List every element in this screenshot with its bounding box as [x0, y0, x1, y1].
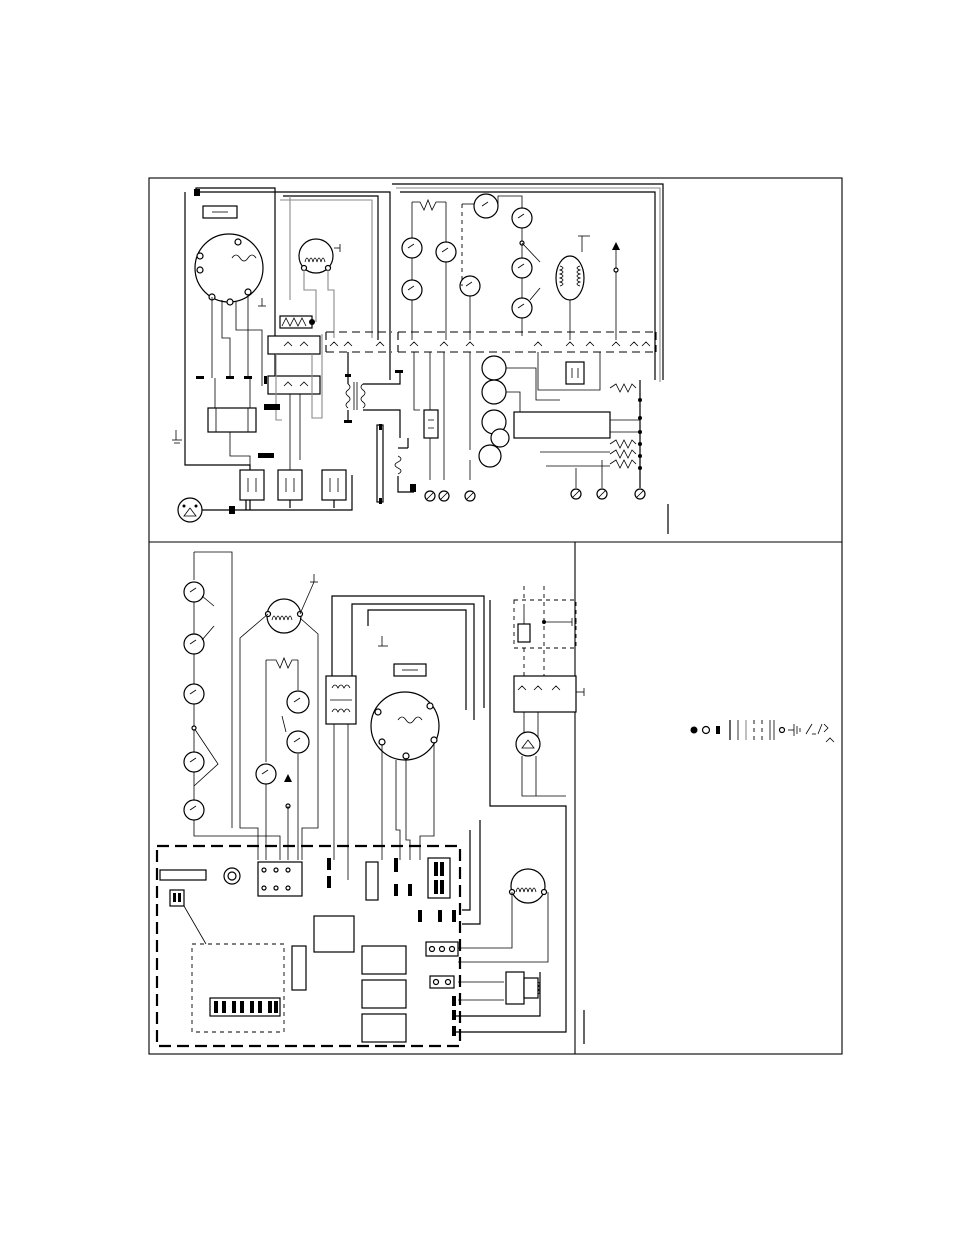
inducer-motor-icon: [266, 599, 303, 633]
terminal-icon: [425, 489, 645, 501]
switch-icon: [402, 194, 532, 318]
switch-icon: [806, 724, 834, 742]
transformer-icon: [346, 382, 365, 410]
ground-icon: [788, 724, 800, 736]
legend: [691, 720, 835, 742]
ground-icon: [378, 636, 388, 646]
ground-icon: [310, 574, 318, 582]
motor-icon: [556, 256, 584, 300]
capacitor-icon: [240, 470, 346, 500]
resistor-icon: [610, 384, 636, 468]
inducer-motor-icon: [299, 239, 340, 273]
ground-icon: [172, 430, 182, 443]
diagram-frame: [149, 178, 842, 1054]
ground-icon: [258, 298, 266, 306]
motor-icon: [510, 869, 547, 903]
plug-icon: [178, 498, 202, 522]
terminal-icon: [224, 868, 240, 884]
blower-motor-icon: [371, 692, 439, 760]
switch-icon: [256, 691, 309, 784]
upper-schematic: [172, 184, 668, 534]
blower-motor-icon: [195, 206, 263, 305]
ground-icon: [576, 688, 584, 696]
terminal-icon: [479, 356, 509, 467]
lower-ladder: [157, 552, 584, 1046]
switch-icon: [516, 732, 540, 756]
